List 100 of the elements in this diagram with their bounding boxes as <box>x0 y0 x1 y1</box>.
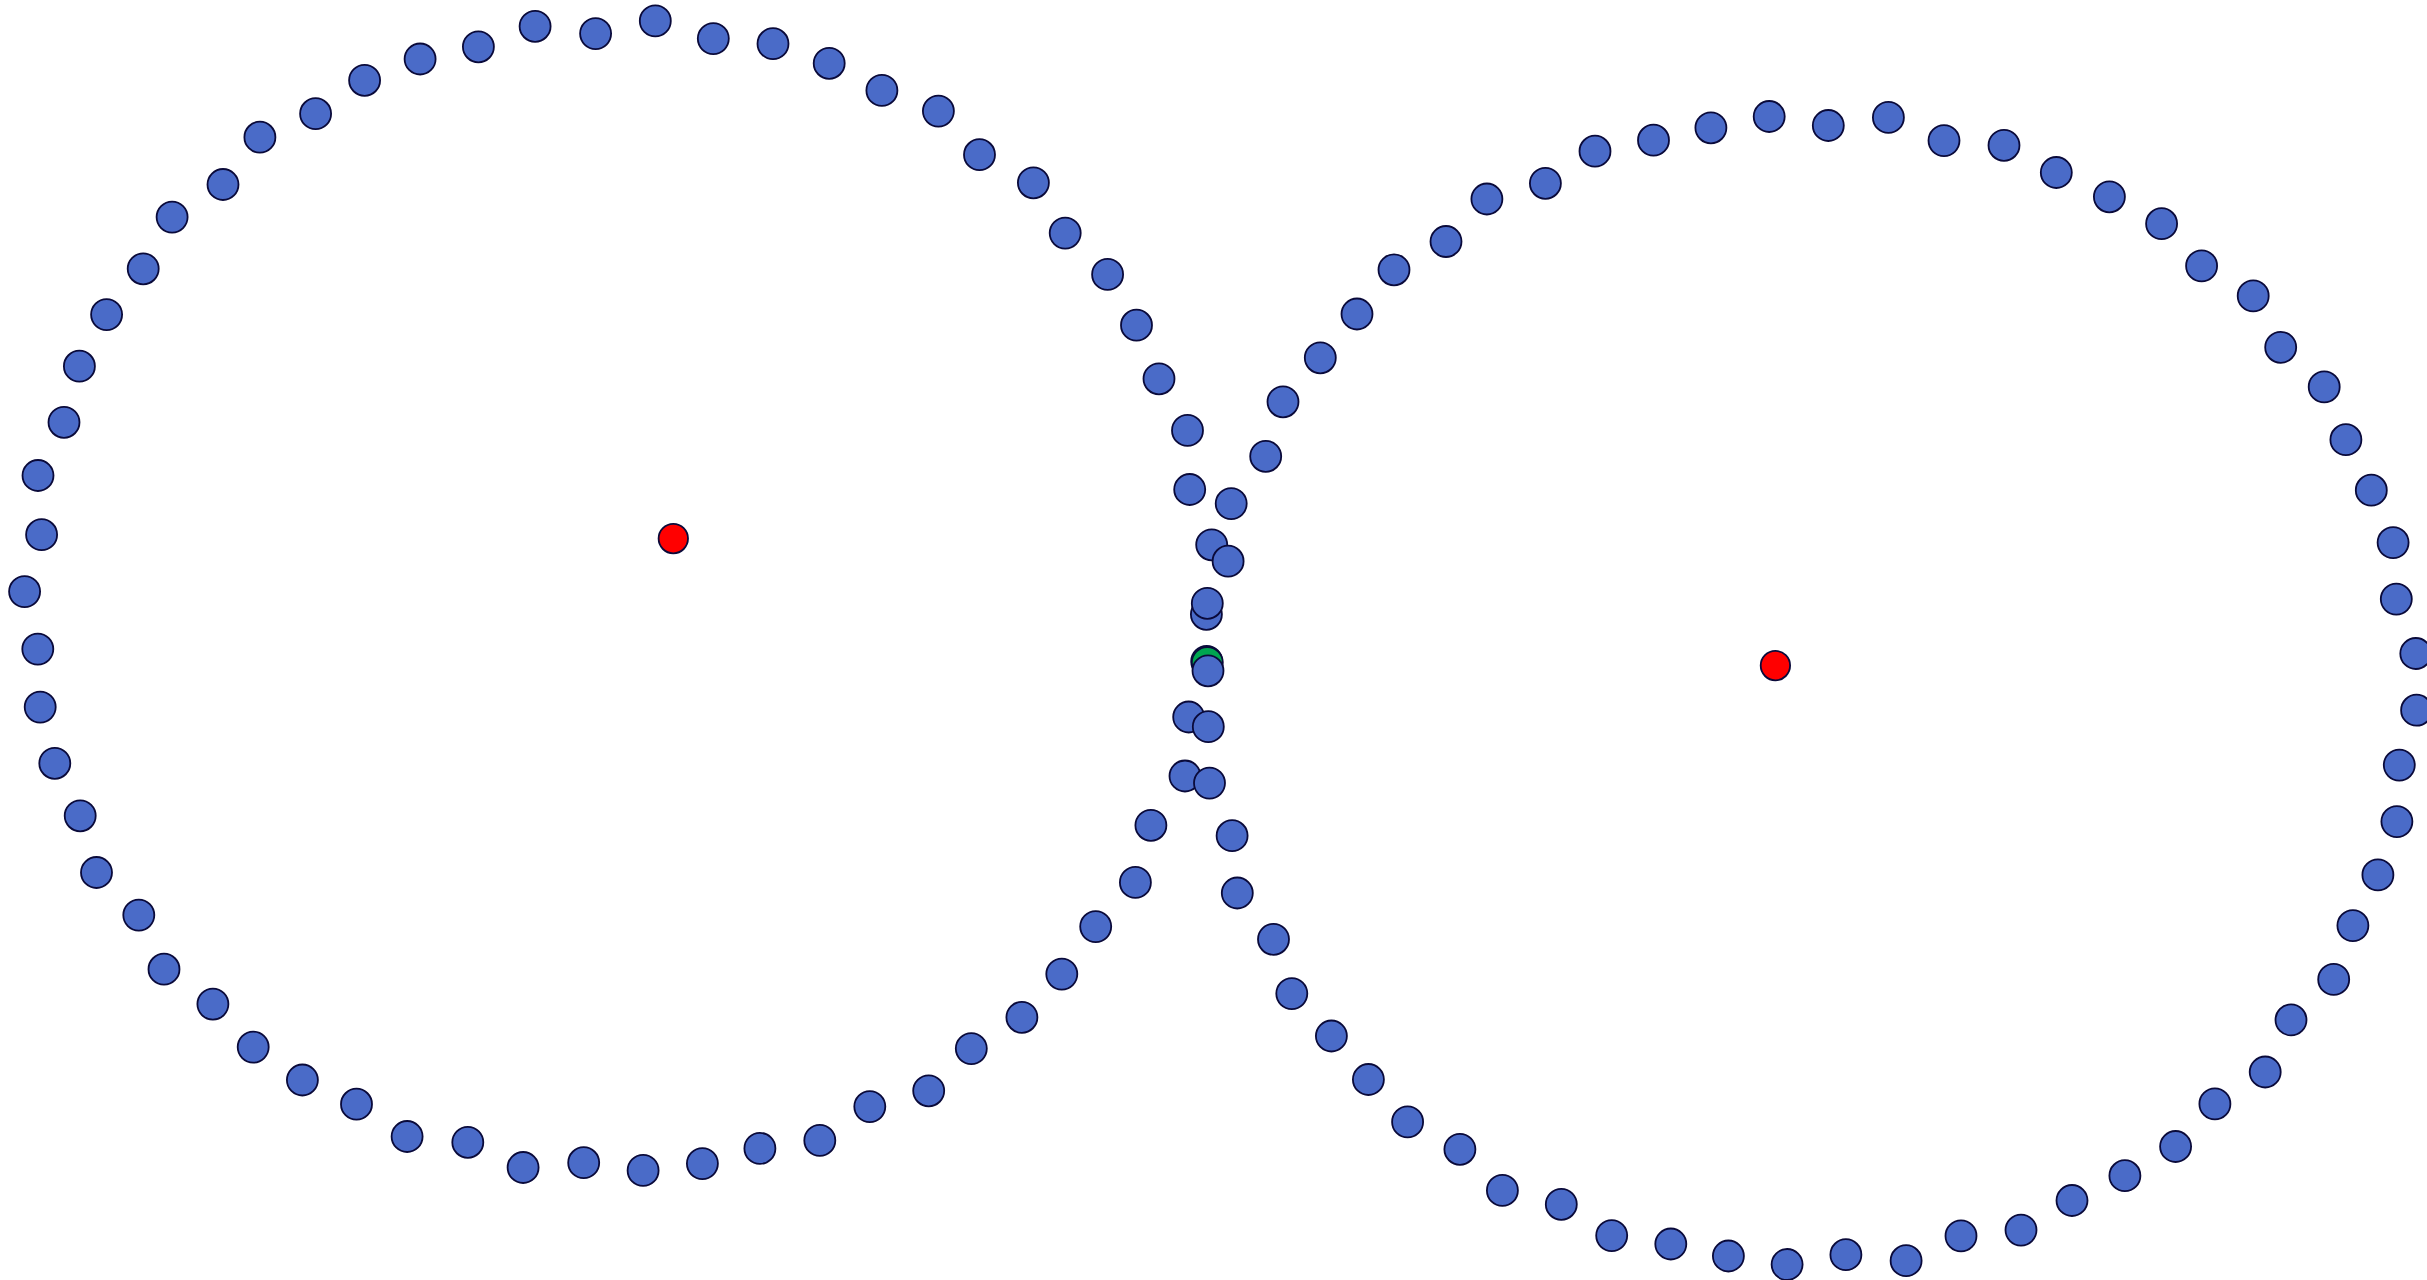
dot <box>1257 922 1290 956</box>
dot <box>1079 910 1113 943</box>
dot <box>1470 182 1504 216</box>
dot <box>1529 166 1562 200</box>
dot <box>1045 957 1079 991</box>
dot <box>243 120 277 154</box>
dot <box>80 856 113 889</box>
dot <box>23 690 57 724</box>
dot <box>1759 650 1791 682</box>
dot <box>567 1146 601 1180</box>
dot <box>1486 1174 1519 1207</box>
dot <box>1048 216 1082 250</box>
dot <box>403 42 437 76</box>
dot <box>1872 101 1905 134</box>
dot <box>2336 909 2370 942</box>
dot <box>1142 362 1176 396</box>
dot <box>38 746 72 780</box>
dot <box>2093 180 2126 214</box>
dot <box>21 459 55 492</box>
dot <box>954 1032 988 1065</box>
dot <box>1091 258 1124 291</box>
dot <box>812 46 846 80</box>
dot <box>756 27 790 61</box>
dot <box>126 252 160 286</box>
dot <box>853 1090 887 1123</box>
dot <box>1190 586 1224 620</box>
dot <box>2354 473 2388 507</box>
dot <box>963 138 996 172</box>
dot <box>1352 1063 1385 1096</box>
dot <box>922 94 955 128</box>
dot <box>1315 1019 1348 1053</box>
dot <box>1712 1239 1745 1273</box>
dot <box>1303 341 1337 375</box>
dot <box>1191 654 1225 688</box>
dot <box>2145 207 2178 241</box>
dot <box>47 405 81 439</box>
dot <box>2329 423 2363 457</box>
dot <box>1987 128 2021 162</box>
dot <box>2198 1087 2232 1121</box>
dot <box>2185 249 2218 283</box>
dot <box>1429 225 1463 258</box>
dot <box>451 1125 485 1159</box>
dot <box>2376 526 2410 559</box>
dot <box>1595 1219 1629 1252</box>
dot <box>25 518 58 552</box>
dot <box>1752 100 1786 133</box>
dot <box>1120 308 1153 342</box>
dot <box>518 9 552 43</box>
dot <box>1829 1238 1863 1272</box>
dot <box>1134 808 1168 842</box>
dot <box>122 898 156 932</box>
dot <box>1811 109 1845 142</box>
dot <box>1391 1105 1424 1139</box>
dot <box>506 1151 540 1184</box>
dot <box>236 1030 270 1064</box>
dot <box>462 30 495 64</box>
dot <box>1193 766 1226 800</box>
dot <box>1119 866 1152 899</box>
dot <box>1340 297 1374 331</box>
dot <box>90 298 123 331</box>
dot <box>63 349 96 383</box>
dot <box>2317 963 2351 996</box>
dot <box>299 97 332 131</box>
dot <box>1944 1219 1978 1253</box>
dot <box>2108 1159 2142 1193</box>
dot <box>1220 876 1254 910</box>
dot <box>865 74 899 107</box>
dot <box>2274 1003 2308 1037</box>
dot <box>2361 858 2395 892</box>
dot <box>2039 156 2073 189</box>
dot <box>1173 473 1207 506</box>
dot <box>2248 1055 2282 1089</box>
dot <box>206 168 240 201</box>
dot <box>696 22 730 55</box>
dot <box>8 575 41 608</box>
dot <box>1211 544 1245 578</box>
dot <box>1275 977 1309 1010</box>
dot <box>348 63 381 97</box>
dot <box>390 1120 424 1153</box>
dot <box>1249 439 1283 473</box>
dot <box>1578 134 1612 168</box>
dot <box>1191 710 1225 744</box>
dot <box>147 952 181 986</box>
dot <box>657 523 689 555</box>
dot <box>579 17 612 50</box>
dot <box>1214 487 1248 520</box>
dot <box>2380 805 2414 838</box>
dot <box>626 1154 660 1187</box>
dot <box>63 799 97 833</box>
dot <box>1654 1227 1688 1261</box>
dot <box>1215 819 1249 853</box>
dot <box>2264 330 2298 364</box>
dot <box>1017 166 1050 200</box>
dot <box>2055 1184 2089 1217</box>
dot <box>2236 279 2270 313</box>
dot <box>1171 414 1204 447</box>
dot <box>1544 1187 1578 1221</box>
dot <box>1377 253 1411 287</box>
dot <box>1266 385 1300 419</box>
dot <box>2159 1130 2192 1163</box>
